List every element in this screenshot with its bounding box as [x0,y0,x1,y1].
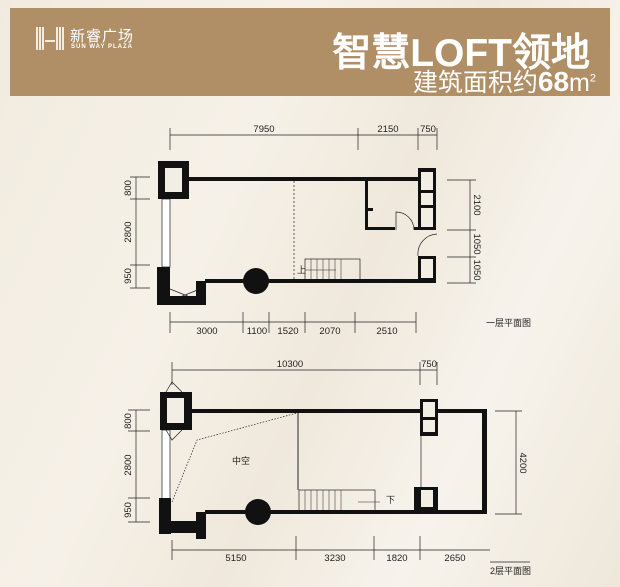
f2-left-dim: 2800 [123,454,134,475]
floor2-walls [159,392,487,539]
logo-icon [36,27,64,50]
f1-right-dim: 2100 [471,194,482,215]
f1-bottom-dim: 3000 [196,326,217,337]
area-value: 68 [537,66,570,97]
floor1-walls [157,161,436,305]
area-subtitle: 建筑面积约68m2 [413,63,596,99]
area-unit: m [569,69,590,97]
f1-bottom-dim: 2510 [376,326,397,337]
header-banner: 新睿广场 SUN WAY PLAZA 智慧LOFT领地 建筑面积约68m2 [10,8,610,99]
f1-top-dim: 750 [420,124,436,135]
f2-bottom-dim: 3230 [324,553,345,564]
f2-left-dim: 800 [123,413,134,429]
f1-plan-title: 一层平面图 [486,318,531,328]
f1-right-dim: 1050 [471,259,482,280]
logo-text-en: SUN WAY PLAZA [71,44,134,50]
logo-text-cn: 新睿广场 [70,28,135,45]
f1-bottom-dim: 2070 [319,326,340,337]
f1-top-dim: 7950 [253,124,274,135]
page-title: 智慧LOFT领地 [332,32,590,75]
f2-right-dim: 4200 [517,452,528,473]
area-unit-sup: 2 [589,72,596,85]
f1-stair-up-label: 上 [297,265,306,275]
f2-stair-down-label: 下 [386,495,395,505]
f2-plan-title: 2层平面图 [490,566,531,576]
f1-bottom-dim: 1520 [277,326,298,337]
area-prefix: 建筑面积约 [412,69,538,97]
f2-bottom-dim: 1820 [386,553,407,564]
f1-right-dim: 1050 [471,233,482,254]
f2-top-dim: 750 [421,359,437,370]
f1-left-dim: 2800 [123,221,134,242]
f2-void-label: 中空 [232,455,250,466]
floor2-plan [128,362,530,563]
f1-top-dim: 2150 [377,124,398,135]
floor1-plan [130,128,476,333]
f1-left-dim: 800 [123,180,134,196]
f2-bottom-dim: 5150 [225,553,246,564]
f1-bottom-dim: 1100 [247,326,267,337]
f2-left-dim: 950 [123,502,134,518]
f2-bottom-dim: 2650 [444,553,465,564]
f2-top-dim: 10300 [277,359,303,370]
f1-left-dim: 950 [123,268,134,284]
